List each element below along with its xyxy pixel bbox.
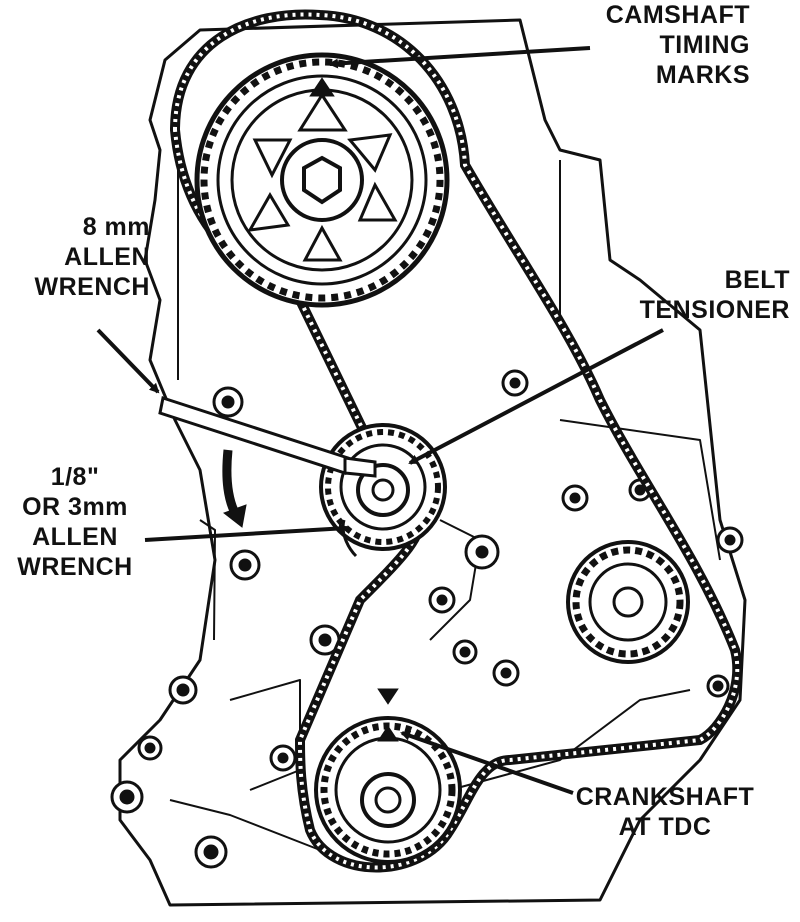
label-line: ALLEN (64, 243, 150, 271)
camshaft-timing-marks-label: CAMSHAFT TIMING MARKS (560, 0, 750, 90)
label-line: ALLEN (32, 523, 118, 551)
label-line: AT TDC (618, 813, 712, 841)
belt-tensioner (319, 423, 447, 558)
label-line: CRANKSHAFT (575, 783, 755, 811)
crankshaft-sprocket (314, 688, 462, 864)
label-line: MARKS (655, 61, 750, 89)
label-line: 8 mm (82, 213, 150, 241)
label-line: WRENCH (34, 273, 150, 301)
crankshaft-tdc-label: CRANKSHAFT AT TDC (560, 782, 770, 842)
bolts (110, 369, 744, 869)
belt-tensioner-label: BELT TENSIONER (560, 265, 790, 325)
allen-wrench-8mm-label: 8 mm ALLEN WRENCH (0, 212, 150, 302)
intermediate-sprocket (566, 540, 690, 664)
rotation-arrow (222, 449, 247, 528)
label-line: TIMING (659, 31, 750, 59)
leader-arrows (96, 46, 664, 795)
label-line: OR 3mm (22, 493, 128, 521)
label-line: CAMSHAFT (605, 1, 750, 29)
label-line: BELT (724, 266, 790, 294)
label-line: WRENCH (17, 553, 133, 581)
camshaft-sprocket (194, 52, 450, 308)
allen-wrench-3mm-label: 1/8" OR 3mm ALLEN WRENCH (0, 462, 150, 582)
label-line: TENSIONER (639, 296, 790, 324)
label-line: 1/8" (50, 463, 100, 491)
allen-wrench-8mm (158, 396, 377, 478)
